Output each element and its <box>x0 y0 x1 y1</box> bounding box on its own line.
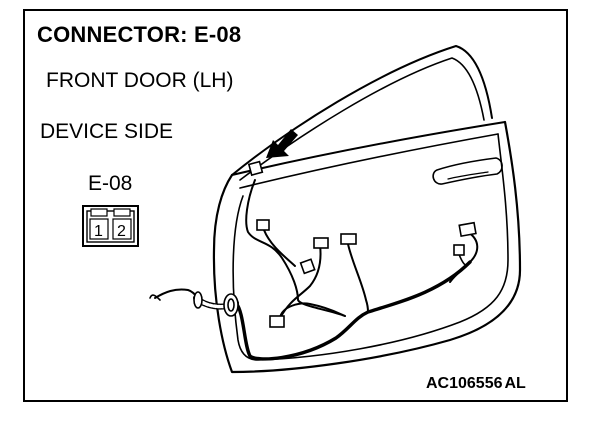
pin-2-label: 2 <box>117 223 126 240</box>
grommet-icon <box>193 291 239 317</box>
connector-id-label: E-08 <box>88 172 133 195</box>
connector-title: CONNECTOR: E-08 <box>37 22 242 47</box>
pin-1-label: 1 <box>94 223 103 240</box>
harness-connector-c <box>340 233 357 245</box>
harness-connector-f <box>458 221 477 238</box>
location-label: FRONT DOOR (LH) <box>46 69 234 92</box>
code-suffix: AL <box>504 375 526 392</box>
location-arrow <box>266 129 298 158</box>
harness-connector-g <box>453 244 465 256</box>
harness-connectors <box>247 160 477 328</box>
side-label: DEVICE SIDE <box>40 120 174 143</box>
harness-connector-d <box>299 258 316 275</box>
front-door-outline <box>212 45 522 374</box>
connector-face-icon: 1 2 <box>82 205 139 247</box>
harness-connector-b <box>313 237 329 249</box>
e08-connector <box>247 160 264 177</box>
code-number: AC106556 <box>426 375 503 392</box>
harness-connector-e <box>269 315 285 328</box>
harness-connector-a <box>256 219 270 231</box>
